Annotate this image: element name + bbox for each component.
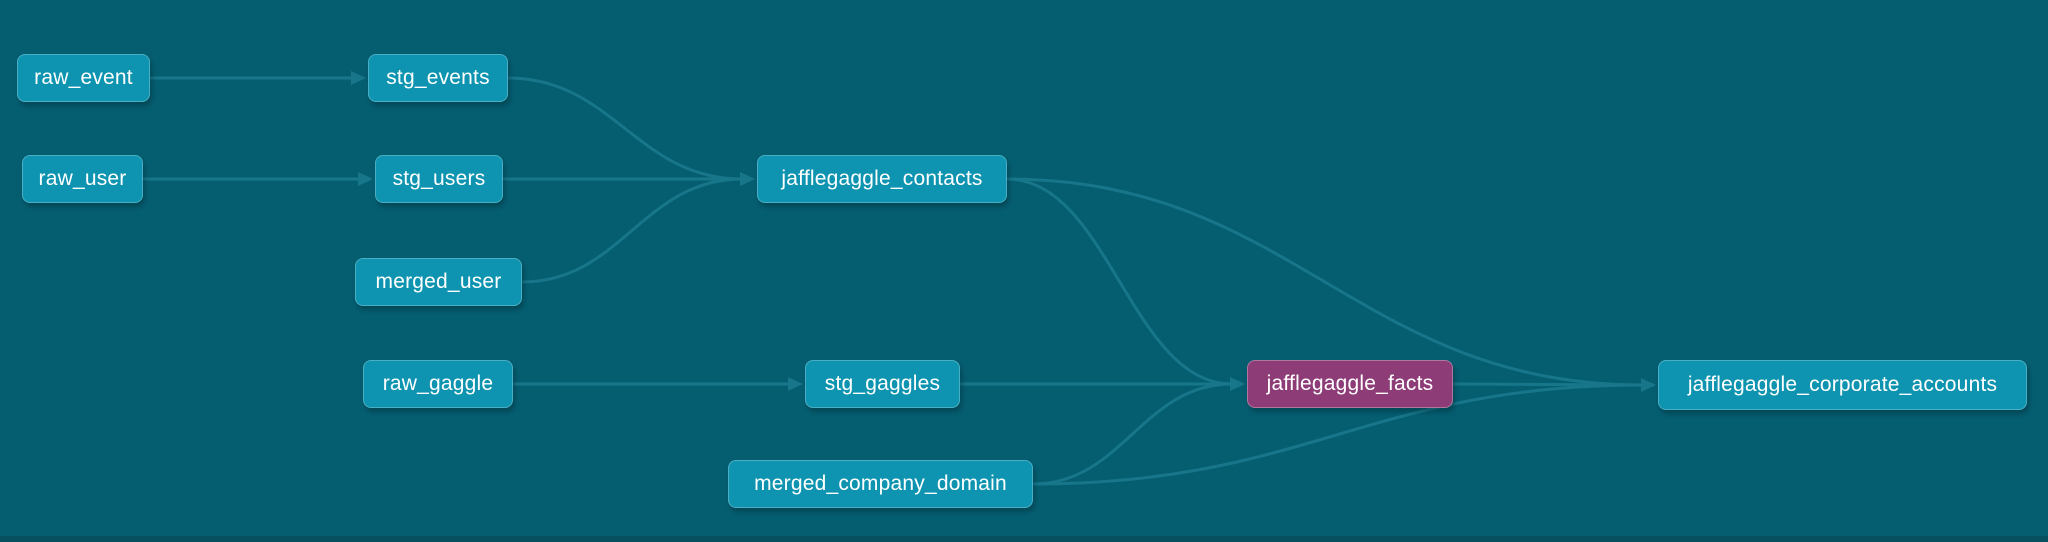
arrowhead-stg_gaggles	[788, 377, 803, 391]
node-label: raw_gaggle	[382, 372, 494, 395]
arrowhead-stg_users	[358, 172, 373, 186]
arrowhead-jafflegaggle_facts	[1230, 377, 1245, 391]
node-label: jafflegaggle_contacts	[781, 167, 983, 190]
node-stg_events[interactable]: stg_events	[368, 54, 508, 102]
bottom-edge-bar	[0, 536, 2048, 542]
edge-merged_user-to-jafflegaggle_contacts	[520, 177, 744, 284]
edge-merged_company_domain-to-jafflegaggle_facts	[1031, 382, 1234, 486]
arrowhead-jafflegaggle_contacts	[740, 172, 755, 186]
node-raw_user[interactable]: raw_user	[22, 155, 143, 203]
node-jafflegaggle_corporate_accounts[interactable]: jafflegaggle_corporate_accounts	[1658, 360, 2027, 410]
arrowhead-jafflegaggle_corporate_accounts	[1641, 378, 1656, 392]
arrowhead-stg_events	[351, 71, 366, 85]
node-label: merged_company_domain	[754, 472, 1007, 495]
node-jafflegaggle_contacts[interactable]: jafflegaggle_contacts	[757, 155, 1007, 203]
node-label: stg_users	[392, 167, 486, 190]
node-label: jafflegaggle_facts	[1266, 372, 1434, 395]
node-merged_user[interactable]: merged_user	[355, 258, 522, 306]
node-label: stg_events	[386, 66, 490, 89]
node-label: raw_user	[38, 167, 127, 190]
edge-jafflegaggle_contacts-to-jafflegaggle_corporate_accounts	[1005, 177, 1645, 387]
node-label: merged_user	[375, 270, 502, 293]
node-jafflegaggle_facts[interactable]: jafflegaggle_facts	[1247, 360, 1453, 408]
node-label: jafflegaggle_corporate_accounts	[1687, 373, 1998, 396]
node-stg_gaggles[interactable]: stg_gaggles	[805, 360, 960, 408]
edge-merged_company_domain-to-jafflegaggle_corporate_accounts	[1031, 383, 1645, 486]
edge-jafflegaggle_contacts-to-jafflegaggle_facts	[1005, 177, 1234, 386]
node-raw_event[interactable]: raw_event	[17, 54, 150, 102]
edge-stg_events-to-jafflegaggle_contacts	[506, 76, 744, 181]
node-merged_company_domain[interactable]: merged_company_domain	[728, 460, 1033, 508]
node-label: raw_event	[34, 66, 133, 89]
node-stg_users[interactable]: stg_users	[375, 155, 503, 203]
node-label: stg_gaggles	[824, 372, 941, 395]
node-raw_gaggle[interactable]: raw_gaggle	[363, 360, 513, 408]
